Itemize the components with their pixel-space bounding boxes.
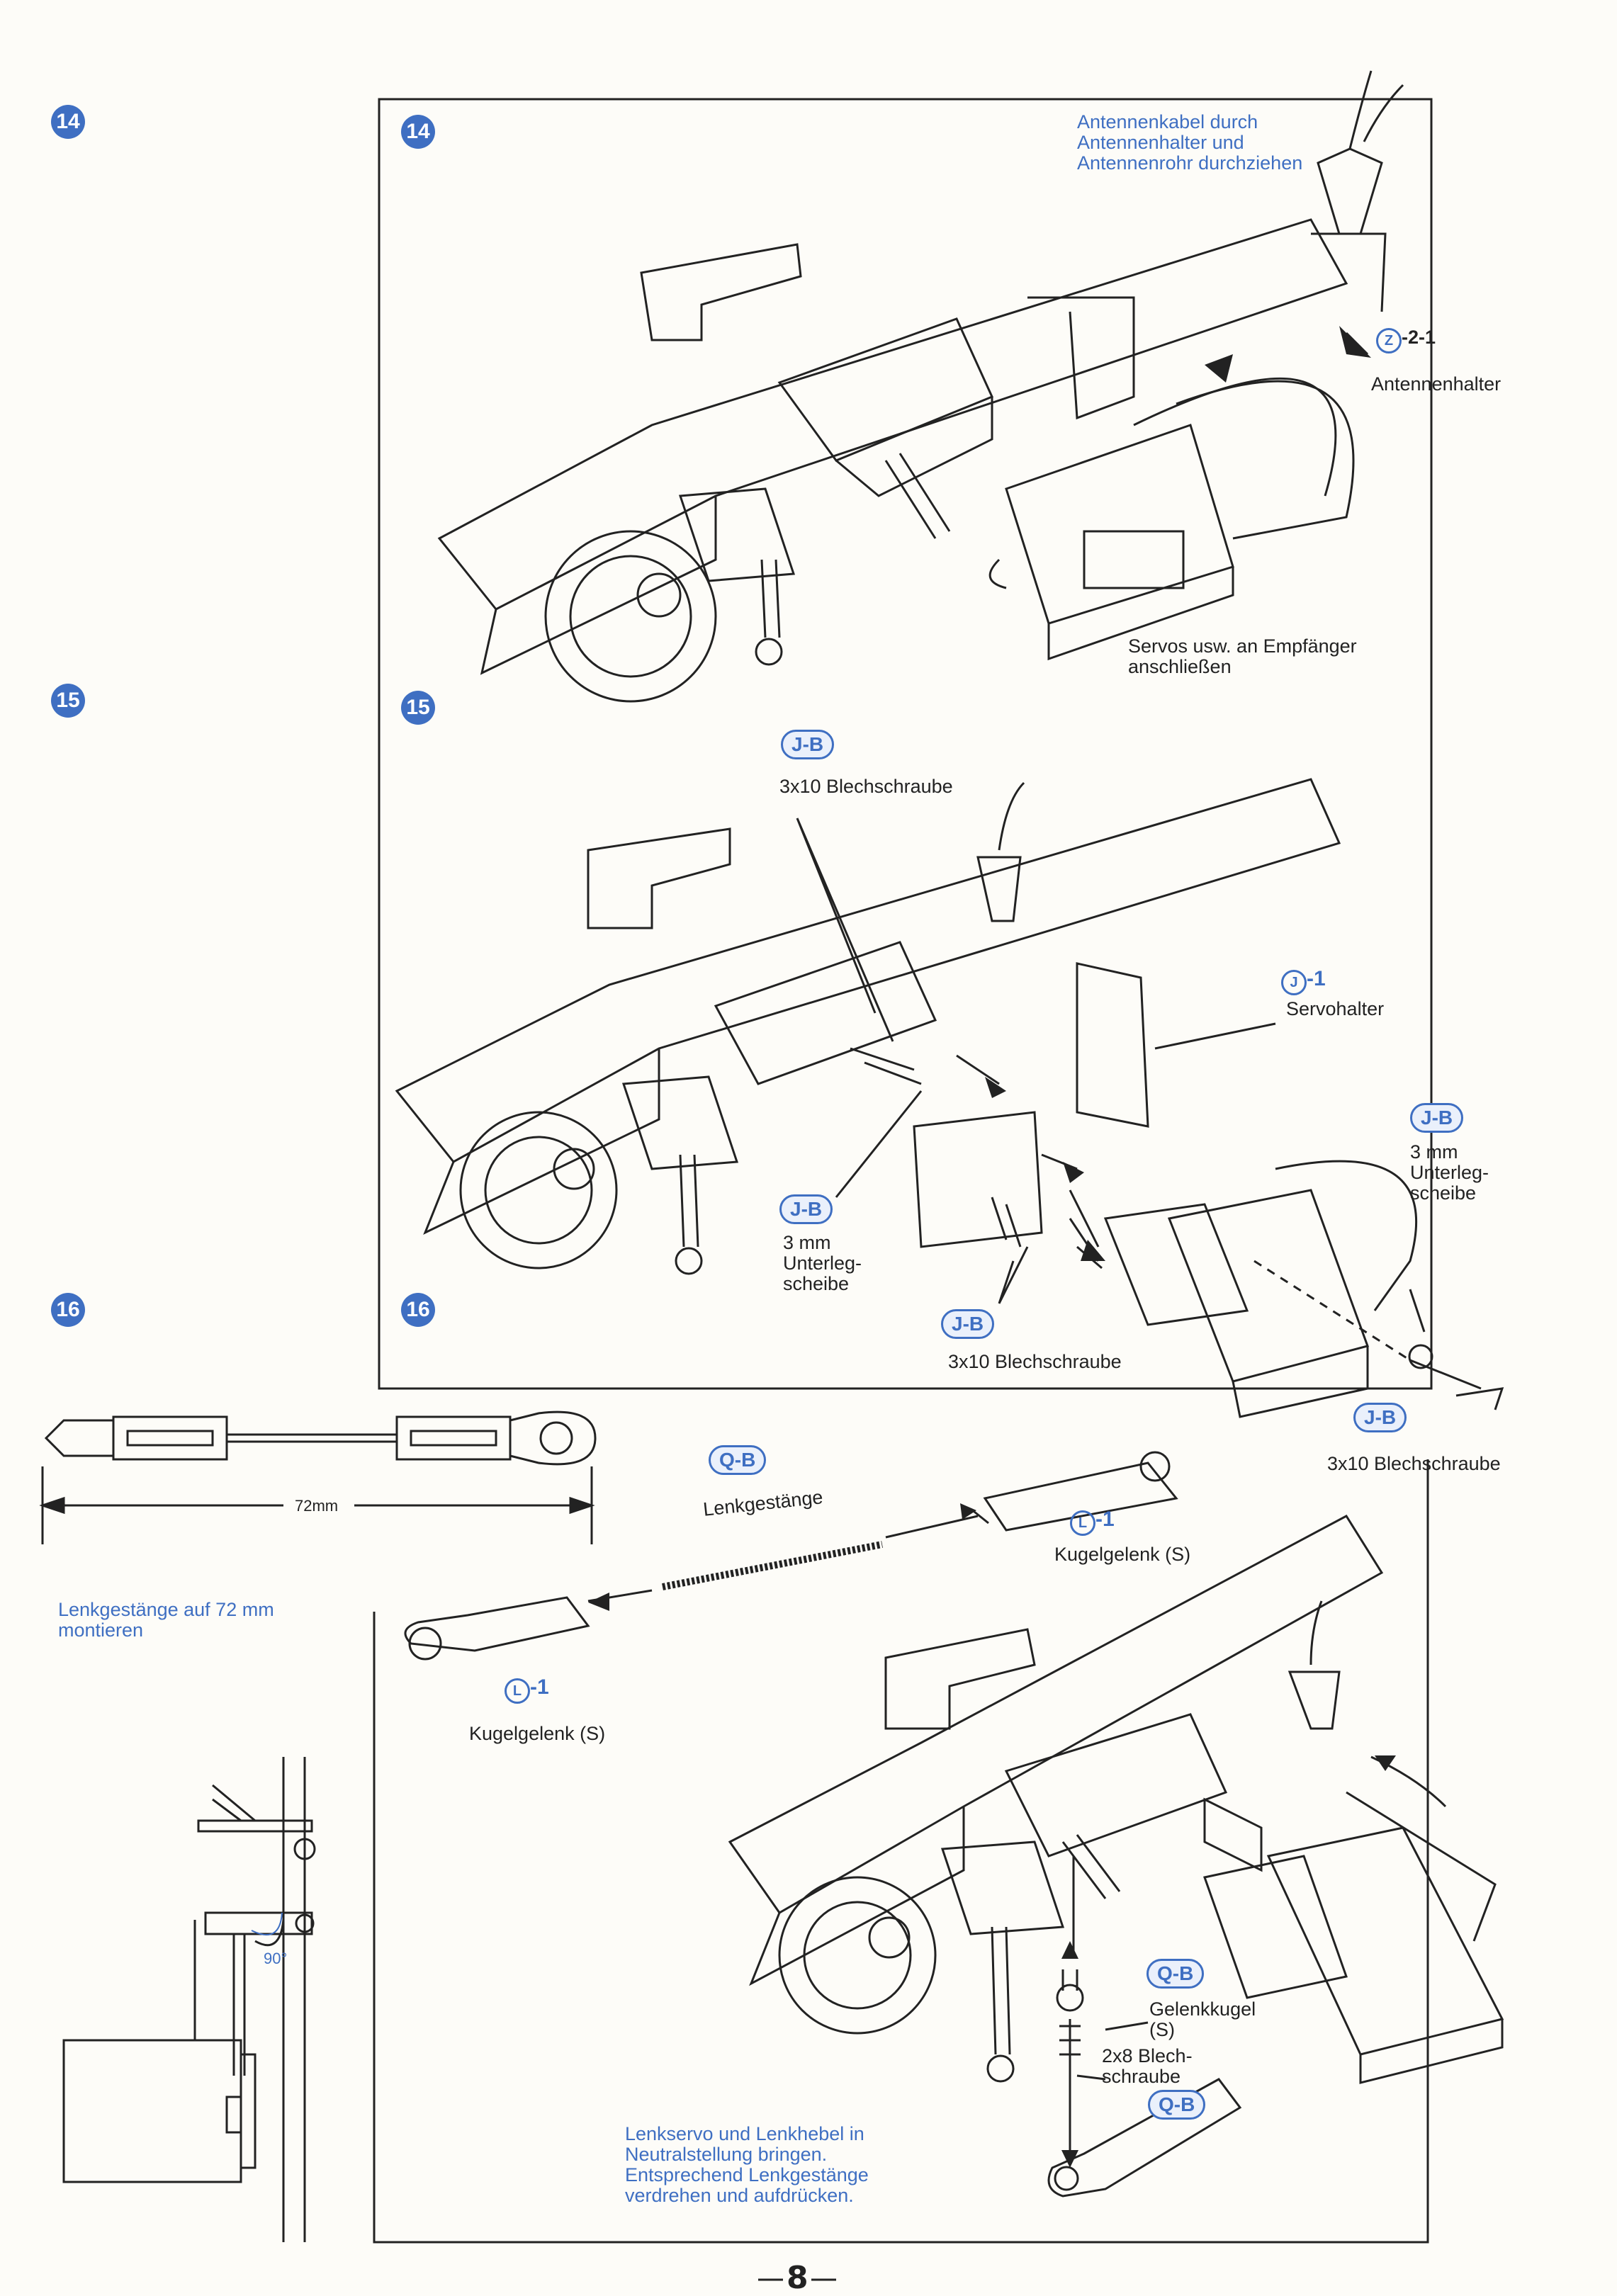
receiver-note: Servos usw. an Empfänger anschließen <box>1128 636 1357 677</box>
steps-14-15-frame <box>378 98 1433 1390</box>
washer-label-right: 3 mm Unterleg- scheibe <box>1410 1142 1489 1204</box>
part-letter: J <box>1281 969 1307 995</box>
antenna-holder-part: Z-2-1 <box>1376 327 1436 354</box>
note-line: Antennenkabel durch <box>1077 111 1258 132</box>
step-number: 15 <box>56 689 80 712</box>
step16-chassis-drawing <box>728 1515 1504 2198</box>
note-line: Lenkgestänge auf 72 mm <box>58 1599 274 1620</box>
step-15-badge: 15 <box>401 691 435 725</box>
part-code: J-B <box>1410 1103 1464 1133</box>
page-number: 8 <box>787 2260 808 2296</box>
note-line: Lenkservo und Lenkhebel in <box>625 2123 864 2144</box>
code-qb-middle: Q-B <box>1146 1959 1205 1989</box>
ball-part-left: L-1 <box>505 1675 549 1704</box>
servo-holder-label: Servohalter <box>1286 998 1385 1019</box>
part-letter: L <box>505 1678 530 1704</box>
code-jb-top: J-B <box>781 730 835 759</box>
antenna-cable-note: Antennenkabel durch Antennenhalter und A… <box>1077 112 1302 174</box>
rod-length-dimension: 72mm <box>289 1497 344 1515</box>
note-line: anschließen <box>1128 656 1232 677</box>
step-16-frame <box>373 1459 1429 2244</box>
note-line: Entsprechend Lenkgestänge <box>625 2164 869 2185</box>
part-code: Q-B <box>709 1445 767 1475</box>
note-line: Antennenhalter und <box>1077 132 1244 153</box>
part-code: Q-B <box>1148 2090 1206 2120</box>
part-code: J-B <box>781 730 835 759</box>
part-code: J-B <box>779 1194 833 1224</box>
part-letter: Z <box>1376 327 1402 354</box>
label-line: scheibe <box>1410 1182 1477 1204</box>
antenna-holder-label: Antennenhalter <box>1371 373 1502 395</box>
step-number: 15 <box>406 696 430 719</box>
step-15-badge-margin: 15 <box>51 684 85 718</box>
label-line: scheibe <box>783 1273 850 1294</box>
note-line: verdrehen und aufdrücken. <box>625 2185 854 2206</box>
screw-label-bottom: 3x10 Blechschraube <box>948 1351 1122 1372</box>
step-16-badge: 16 <box>401 1293 435 1327</box>
step-14-badge: 14 <box>401 115 435 149</box>
part-suffix: -1 <box>1307 967 1326 990</box>
rod-length-note: Lenkgestänge auf 72 mm montieren <box>58 1600 274 1641</box>
note-line: Antennenrohr durchziehen <box>1077 152 1303 174</box>
step14-chassis-drawing <box>437 70 1404 703</box>
step15-chassis-drawing <box>395 778 1504 1418</box>
step-number: 16 <box>56 1298 80 1321</box>
code-jb-bottom: J-B <box>941 1309 995 1339</box>
label-line: 3 mm <box>1410 1141 1458 1163</box>
note-line: Servos usw. an Empfänger <box>1128 635 1357 657</box>
ball-part-right: L-1 <box>1070 1508 1115 1536</box>
screw-label-right: 3x10 Blechschraube <box>1327 1453 1501 1474</box>
part-code: Q-B <box>1146 1959 1205 1989</box>
ball-pivot-label: Gelenkkugel (S) <box>1149 1999 1256 2040</box>
label-line: (S) <box>1149 2019 1175 2040</box>
label-line: 3 mm <box>783 1232 831 1253</box>
step-number: 14 <box>56 110 80 133</box>
code-jb-right: J-B <box>1410 1103 1464 1133</box>
part-letter: L <box>1070 1510 1095 1536</box>
step16-servo-detail-drawing <box>62 1757 316 2242</box>
step-14-badge-margin: 14 <box>51 105 85 139</box>
part-suffix: -2-1 <box>1402 327 1436 348</box>
part-suffix: -1 <box>530 1675 549 1699</box>
servo-holder-part: J-1 <box>1281 967 1326 995</box>
step-16-badge-margin: 16 <box>51 1293 85 1327</box>
code-qb-top: Q-B <box>709 1445 767 1475</box>
screw-label-top: 3x10 Blechschraube <box>779 776 953 797</box>
step16-rod-detail-drawing <box>39 1410 597 1544</box>
note-line: montieren <box>58 1619 144 1641</box>
note-line: Neutralstellung bringen. <box>625 2144 828 2165</box>
code-qb-bottom: Q-B <box>1148 2090 1206 2120</box>
part-code: J-B <box>1353 1403 1407 1432</box>
label-line: Unterleg- <box>1410 1162 1489 1183</box>
code-jb-far-right: J-B <box>1353 1403 1407 1432</box>
part-code: J-B <box>941 1309 995 1339</box>
angle-label: 90° <box>264 1950 288 1967</box>
neutral-position-note: Lenkservo und Lenkhebel in Neutralstellu… <box>625 2124 869 2206</box>
label-line: Gelenkkugel <box>1149 1998 1256 2020</box>
code-jb-left: J-B <box>779 1194 833 1224</box>
part-suffix: -1 <box>1095 1508 1115 1531</box>
ball-joint-label-left: Kugelgelenk (S) <box>469 1723 606 1744</box>
label-line: schraube <box>1102 2066 1181 2087</box>
ball-joint-label-right: Kugelgelenk (S) <box>1054 1544 1191 1565</box>
step-number: 14 <box>406 120 430 143</box>
label-line: Unterleg- <box>783 1252 862 1274</box>
washer-label-left: 3 mm Unterleg- scheibe <box>783 1233 862 1294</box>
label-line: 2x8 Blech- <box>1102 2045 1193 2066</box>
screw-2x8-label: 2x8 Blech- schraube <box>1102 2046 1193 2087</box>
step-number: 16 <box>406 1298 430 1321</box>
